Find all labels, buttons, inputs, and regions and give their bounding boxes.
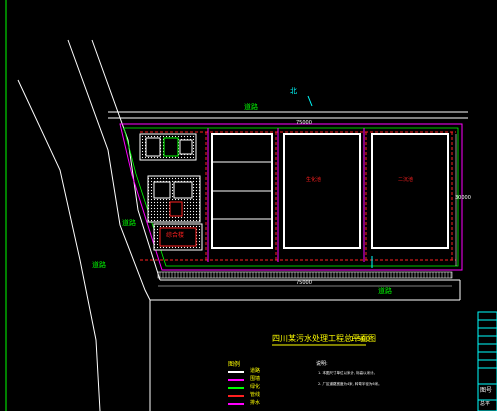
notes-line: 2. 厂区道路宽度为4米, 转弯半径为6米。 xyxy=(318,382,382,386)
pool-right xyxy=(371,133,449,249)
building-top-left-inner xyxy=(145,137,161,157)
building-mid-left-inner3 xyxy=(169,201,183,217)
legend-header: 图例 xyxy=(228,361,241,368)
legend-swatches xyxy=(228,371,244,405)
legend-item-label: 管线 xyxy=(250,392,261,398)
road-left-label: 道路 xyxy=(122,219,136,227)
legend-item-label: 道路 xyxy=(250,368,261,374)
notes-heading: 说明: xyxy=(316,361,328,367)
building-label: 综合楼 xyxy=(166,232,185,239)
pool-right-label: 二沉池 xyxy=(398,177,414,183)
building-mid-left-inner2 xyxy=(173,181,193,199)
building-top-left-inner3 xyxy=(179,139,193,155)
building-top-left-inner2 xyxy=(163,137,179,157)
dim-top-label: 75000 xyxy=(296,120,312,126)
titleblock-label: 图号 xyxy=(480,387,493,394)
legend-item-label: 绿化 xyxy=(250,384,261,390)
site-green-belt xyxy=(123,127,459,267)
dimension-lines xyxy=(158,134,457,287)
pool-left-dividers xyxy=(212,161,272,220)
notes-line: 1. 本图尺寸单位以米计, 标高以米计。 xyxy=(318,371,378,375)
road-bottom-label: 道路 xyxy=(378,287,392,295)
road-left-diagonal xyxy=(17,39,161,411)
building-office xyxy=(159,227,197,247)
dim-right-label: 30000 xyxy=(455,195,471,201)
site-wall xyxy=(119,123,463,271)
legend-item-label: 围墙 xyxy=(250,376,261,382)
road-far-left-label: 道路 xyxy=(92,261,106,269)
pool-center-label: 生化池 xyxy=(306,177,322,183)
road-bottom xyxy=(149,279,461,411)
pool-center xyxy=(283,133,361,249)
title-block xyxy=(477,311,497,411)
pipelines xyxy=(140,131,456,261)
road-top xyxy=(108,111,468,119)
building-mid-left-inner xyxy=(153,181,171,199)
road-top-label: 道路 xyxy=(244,103,258,111)
internal-walls xyxy=(207,128,365,262)
drawing-title: 四川某污水处理工程总平面图 xyxy=(272,334,376,343)
north-label: 北 xyxy=(290,87,297,95)
bottom-hatch-strip xyxy=(157,271,453,279)
dim-bottom-label: 75000 xyxy=(296,280,312,286)
drawing-scale: 1:500 xyxy=(350,335,371,343)
north-arrow xyxy=(307,95,313,107)
bottom-hatch-ticks xyxy=(159,272,452,278)
titleblock-code: 总平 xyxy=(480,401,491,407)
legend-item-label: 排水 xyxy=(250,400,261,406)
